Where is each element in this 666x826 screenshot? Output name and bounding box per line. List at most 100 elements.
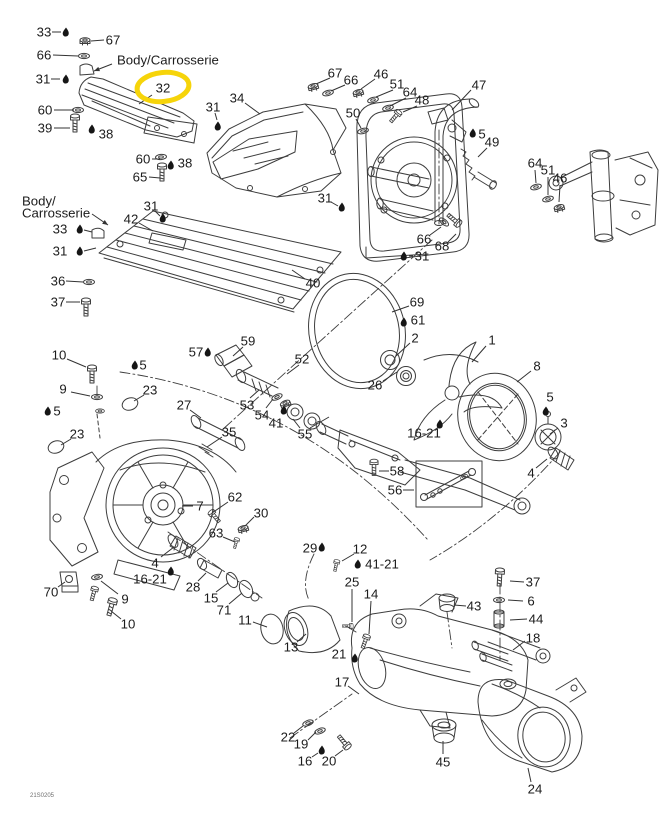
callout-11[interactable]: 11 xyxy=(238,613,252,628)
leader-line xyxy=(70,391,91,397)
callout-8[interactable]: 8 xyxy=(533,359,540,374)
callout-60[interactable]: 60 xyxy=(136,152,151,167)
callout-23[interactable]: 23 xyxy=(143,383,158,398)
callout-31[interactable]: 31 xyxy=(144,199,159,214)
callout-28[interactable]: 28 xyxy=(186,580,201,595)
callout-15[interactable]: 15 xyxy=(204,591,219,606)
callout-70[interactable]: 70 xyxy=(44,585,59,600)
callout-32[interactable]: 32 xyxy=(156,81,171,96)
callout-27[interactable]: 27 xyxy=(177,398,192,413)
callout-22[interactable]: 22 xyxy=(281,730,296,745)
callout-49[interactable]: 49 xyxy=(485,135,500,150)
callout-38[interactable]: 38 xyxy=(99,127,114,142)
callout-63[interactable]: 63 xyxy=(209,526,224,541)
callout-26[interactable]: 26 xyxy=(368,378,383,393)
callout-53[interactable]: 53 xyxy=(240,398,255,413)
callout-2[interactable]: 2 xyxy=(411,331,418,346)
callout-52[interactable]: 52 xyxy=(295,352,310,367)
callout-36[interactable]: 36 xyxy=(51,274,66,289)
callout-39[interactable]: 39 xyxy=(38,121,53,136)
callout-37[interactable]: 37 xyxy=(526,575,541,590)
callout-6[interactable]: 6 xyxy=(527,594,534,609)
callout-10[interactable]: 10 xyxy=(52,348,67,363)
callout-41[interactable]: 41 xyxy=(269,416,284,431)
callout-14[interactable]: 14 xyxy=(364,587,379,602)
callout-66[interactable]: 66 xyxy=(417,232,432,247)
callout-40[interactable]: 40 xyxy=(306,276,321,291)
callout-34[interactable]: 34 xyxy=(230,91,245,106)
callout-69[interactable]: 69 xyxy=(410,295,425,310)
callout-30[interactable]: 30 xyxy=(254,506,269,521)
callout-55[interactable]: 55 xyxy=(298,427,313,442)
callout-54[interactable]: 54 xyxy=(255,408,270,423)
callout-50[interactable]: 50 xyxy=(346,106,361,121)
callout-33[interactable]: 33 xyxy=(53,222,68,237)
callout-67[interactable]: 67 xyxy=(106,33,121,48)
callout-64[interactable]: 64 xyxy=(528,156,543,171)
callout-16-21[interactable]: 16-21 xyxy=(407,426,441,441)
callout-67[interactable]: 67 xyxy=(328,66,343,81)
centerlines xyxy=(97,130,560,738)
callout-31[interactable]: 31 xyxy=(415,249,430,264)
callout-62[interactable]: 62 xyxy=(228,490,243,505)
callout-5[interactable]: 5 xyxy=(53,404,60,419)
callout-35[interactable]: 35 xyxy=(222,425,237,440)
callout-4[interactable]: 4 xyxy=(151,556,158,571)
callout-51[interactable]: 51 xyxy=(541,163,556,178)
leader-line xyxy=(60,438,72,446)
callout-46[interactable]: 46 xyxy=(374,67,389,82)
callout-3[interactable]: 3 xyxy=(560,416,567,431)
callout-29[interactable]: 29 xyxy=(303,541,318,556)
callout-59[interactable]: 59 xyxy=(241,334,256,349)
callout-17[interactable]: 17 xyxy=(335,675,350,690)
callout-23[interactable]: 23 xyxy=(70,427,85,442)
callout-45[interactable]: 45 xyxy=(436,755,451,770)
callout-19[interactable]: 19 xyxy=(294,737,309,752)
callout-68[interactable]: 68 xyxy=(435,239,450,254)
callout-43[interactable]: 43 xyxy=(467,599,482,614)
callout-5[interactable]: 5 xyxy=(139,358,146,373)
callout-9[interactable]: 9 xyxy=(121,592,128,607)
callout-38[interactable]: 38 xyxy=(178,156,193,171)
callout-60[interactable]: 60 xyxy=(38,103,53,118)
callout-71[interactable]: 71 xyxy=(217,603,232,618)
callout-41-21[interactable]: 41-21 xyxy=(365,557,399,572)
callout-58[interactable]: 58 xyxy=(390,464,405,479)
callout-61[interactable]: 61 xyxy=(411,313,426,328)
callout-16-21[interactable]: 16-21 xyxy=(133,572,167,587)
callout-31[interactable]: 31 xyxy=(318,191,333,206)
callout-18[interactable]: 18 xyxy=(526,631,541,646)
callout-24[interactable]: 24 xyxy=(528,782,543,797)
callout-20[interactable]: 20 xyxy=(322,754,337,769)
callout-1[interactable]: 1 xyxy=(488,333,495,348)
callout-65[interactable]: 65 xyxy=(133,170,148,185)
callout-37[interactable]: 37 xyxy=(51,295,66,310)
callout-42[interactable]: 42 xyxy=(124,212,139,227)
callout-31[interactable]: 31 xyxy=(206,100,221,115)
callout-44[interactable]: 44 xyxy=(529,612,544,627)
callout-9[interactable]: 9 xyxy=(59,382,66,397)
callout-57[interactable]: 57 xyxy=(189,345,204,360)
callout-4[interactable]: 4 xyxy=(527,466,534,481)
callout-46[interactable]: 46 xyxy=(553,171,568,186)
callout-47[interactable]: 47 xyxy=(472,78,487,93)
callout-56[interactable]: 56 xyxy=(388,483,403,498)
callout-16[interactable]: 16 xyxy=(298,754,313,769)
callout-13[interactable]: 13 xyxy=(284,640,299,655)
callout-66[interactable]: 66 xyxy=(344,73,359,88)
callout-33[interactable]: 33 xyxy=(37,25,52,40)
callout-7[interactable]: 7 xyxy=(196,499,203,514)
callout-66[interactable]: 66 xyxy=(37,48,52,63)
callout-25[interactable]: 25 xyxy=(345,575,360,590)
callout-5[interactable]: 5 xyxy=(478,127,485,142)
callout-5[interactable]: 5 xyxy=(546,390,553,405)
callout-64[interactable]: 64 xyxy=(403,85,418,100)
callout-31[interactable]: 31 xyxy=(36,72,51,87)
callout-21[interactable]: 21 xyxy=(332,647,347,662)
callout-10[interactable]: 10 xyxy=(121,617,136,632)
callout-48[interactable]: 48 xyxy=(415,93,430,108)
callout-51[interactable]: 51 xyxy=(390,77,405,92)
callout-31[interactable]: 31 xyxy=(53,244,68,259)
callout-12[interactable]: 12 xyxy=(353,542,368,557)
